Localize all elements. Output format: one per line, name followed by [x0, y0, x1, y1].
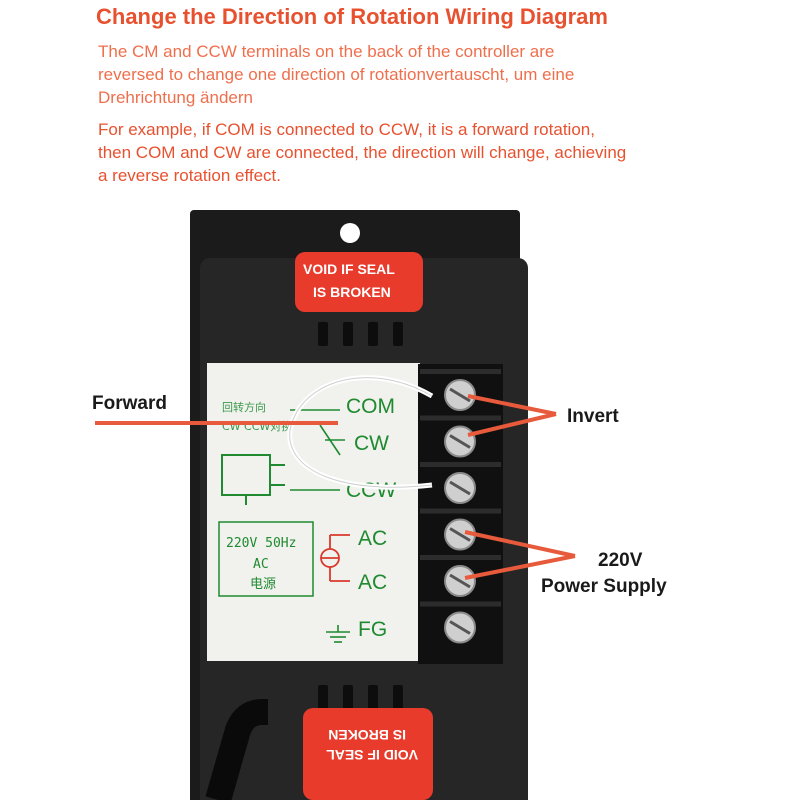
vents-top: [318, 322, 403, 346]
label-voltage: 220V: [598, 550, 643, 571]
terminal-separator: [420, 415, 501, 421]
terminal-separator: [420, 369, 501, 374]
example-line: then COM and CW are connected, the direc…: [98, 143, 627, 162]
screw-slot: [449, 480, 471, 496]
seal-bottom-line1: VOID IF SEAL: [326, 747, 418, 763]
screw-slot: [449, 434, 471, 449]
terminal-separator: [420, 601, 501, 607]
terminal-separator: [420, 508, 501, 514]
terminal-label-ac1: AC: [358, 527, 387, 550]
terminal-screws: [420, 369, 501, 644]
screw-slot: [449, 527, 471, 542]
seal-top-line2: IS BROKEN: [313, 284, 391, 300]
power-box-line2: AC: [253, 557, 269, 572]
power-cable: [205, 699, 268, 800]
power-box-line1: 220V 50Hz: [226, 536, 296, 551]
power-box: [218, 521, 314, 597]
description-line: The CM and CCW terminals on the back of …: [98, 42, 555, 61]
label-power-supply: Power Supply: [541, 576, 667, 597]
invert-pointer-com: [467, 394, 557, 416]
seal-bottom-line2: IS BROKEN: [328, 727, 406, 743]
terminal-label-ac2: AC: [358, 571, 387, 594]
label-invert: Invert: [567, 406, 619, 427]
screw-slot: [449, 387, 471, 403]
power-pointer-ac1: [464, 530, 576, 558]
example-line: a reverse rotation effect.: [98, 166, 282, 185]
terminal-label-com: COM: [346, 395, 395, 418]
example-line: For example, if COM is connected to CCW,…: [98, 120, 595, 139]
invert-pointer-cw: [467, 412, 557, 437]
label-forward: Forward: [92, 393, 167, 414]
page-title: Change the Direction of Rotation Wiring …: [96, 4, 608, 29]
seal-sticker-top: VOID IF SEAL IS BROKEN: [295, 252, 423, 312]
power-pointer-ac2: [464, 554, 576, 580]
terminal-label-fg: FG: [358, 618, 387, 641]
ac-source-icon: [320, 534, 350, 582]
ground-icon: [326, 625, 350, 643]
description-paragraph-2: For example, if COM is connected to CCW,…: [98, 118, 626, 187]
terminal-label-cw: CW: [354, 432, 389, 455]
terminal-separator: [420, 555, 501, 560]
screw-slot: [449, 620, 471, 635]
seal-top-line1: VOID IF SEAL: [303, 261, 395, 277]
screw-slot: [449, 573, 471, 589]
description-line: reversed to change one direction of rota…: [98, 65, 575, 84]
jumper-wire-outline: [289, 377, 433, 488]
description-line: Drehrichtung ändern: [98, 88, 253, 107]
description-paragraph-1: The CM and CCW terminals on the back of …: [98, 40, 574, 109]
vents-bottom: [318, 685, 403, 709]
annotation-lines: [95, 394, 576, 580]
seal-sticker-bottom: VOID IF SEAL IS BROKEN: [303, 708, 433, 800]
terminal-separator: [420, 462, 501, 467]
chinese-heading: 回转方向: [222, 400, 266, 414]
motor-symbol-icon: [221, 454, 285, 505]
mounting-hole: [340, 223, 360, 243]
power-box-line3: 电源: [250, 577, 276, 592]
label-panel: [207, 363, 420, 661]
